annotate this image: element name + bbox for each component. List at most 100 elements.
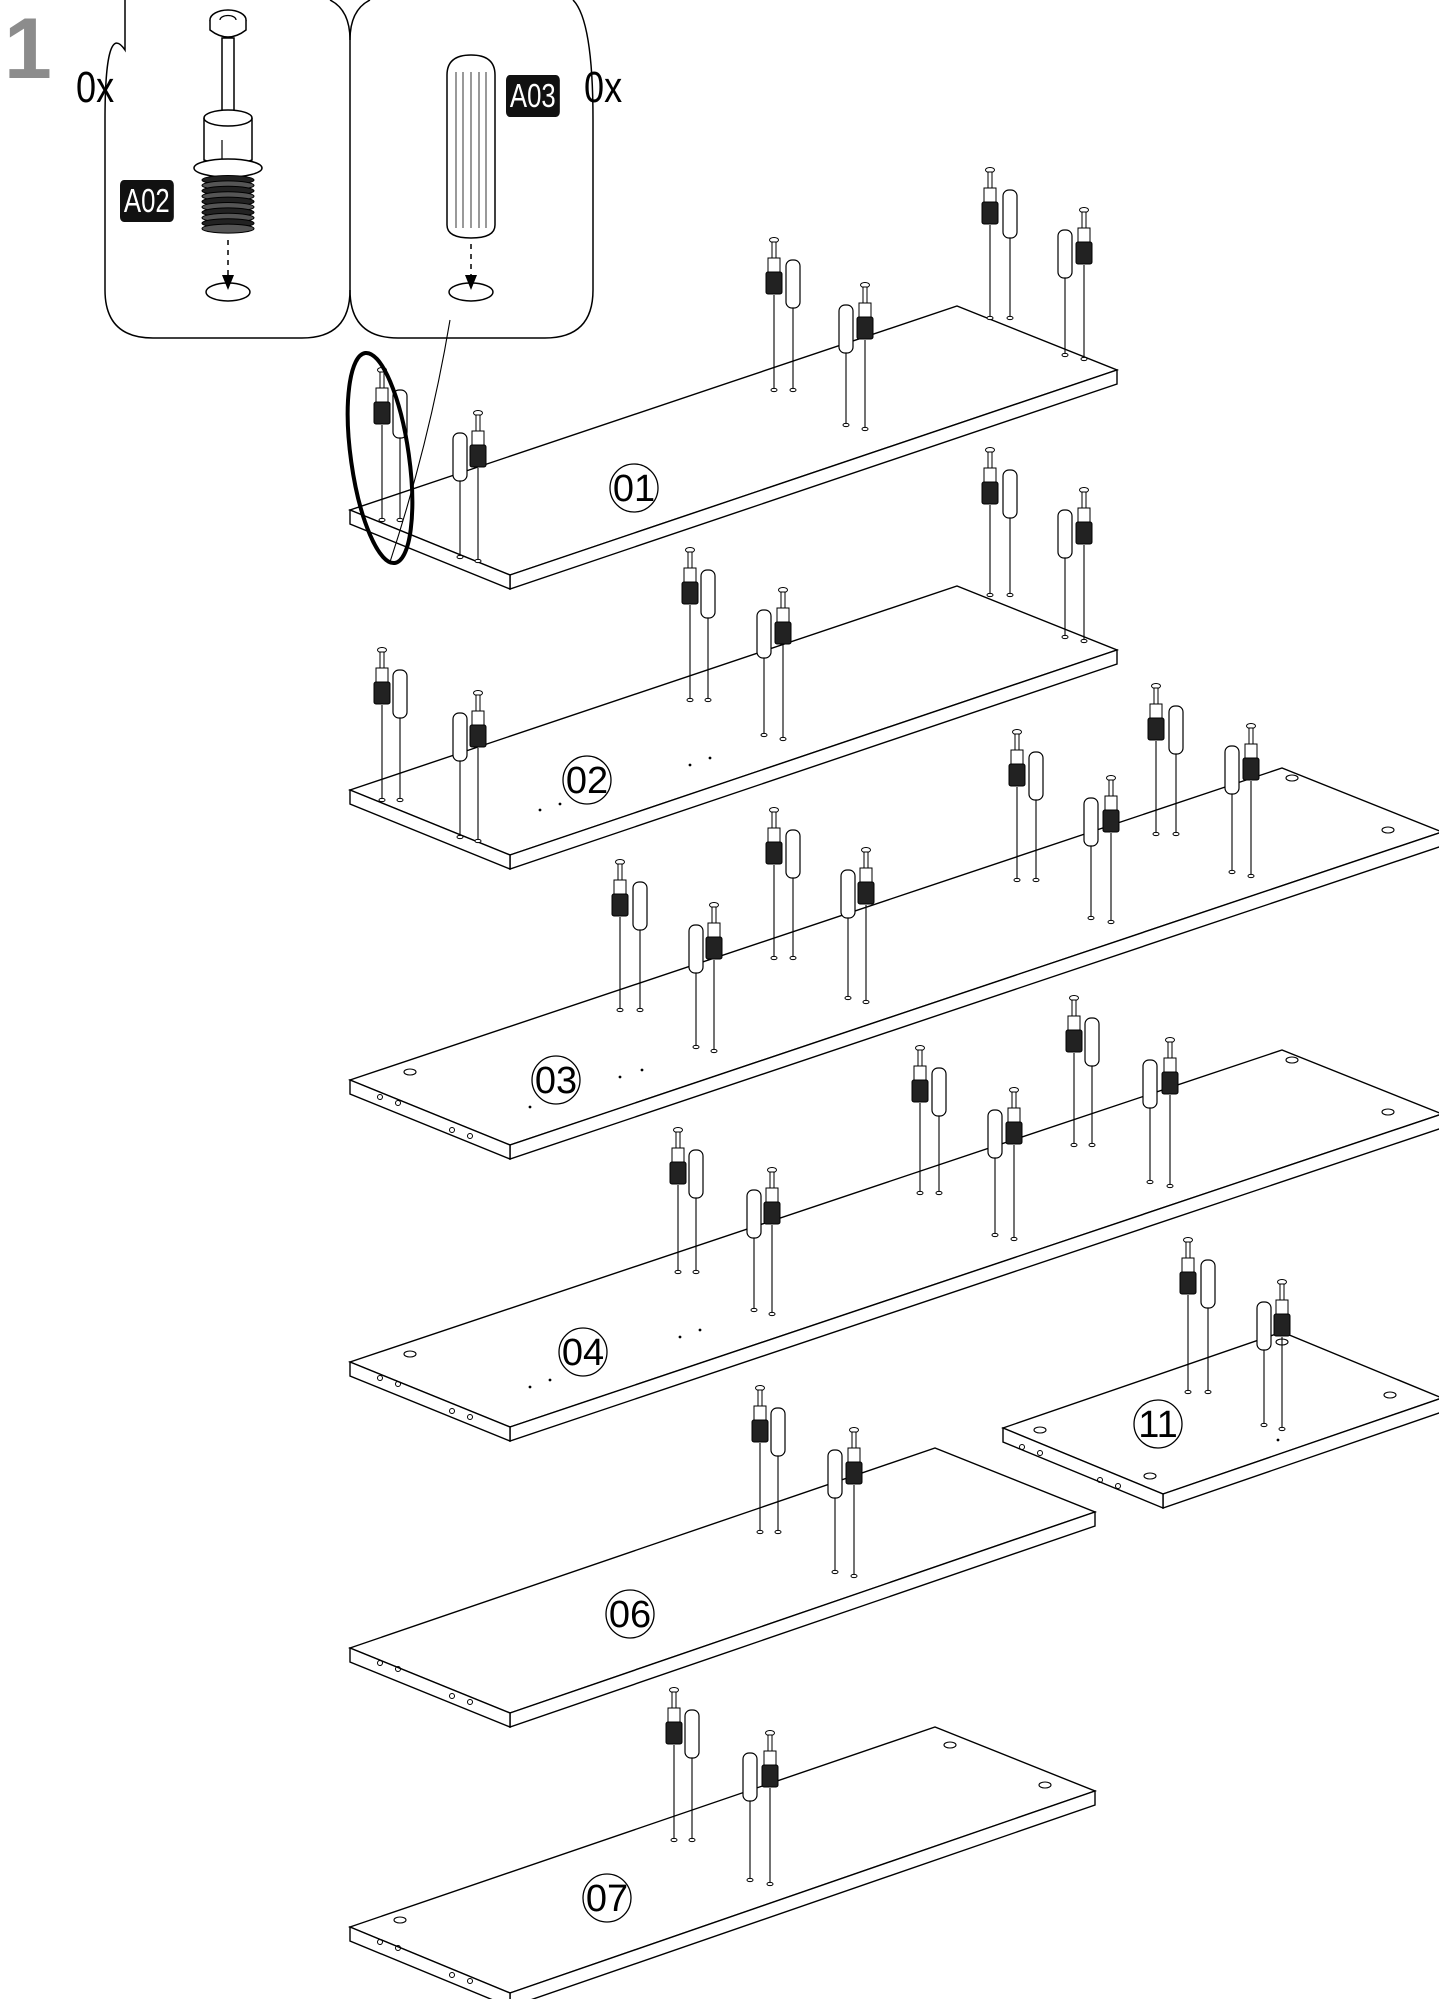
edge-hole	[377, 1939, 383, 1945]
dowel-marker	[1057, 229, 1073, 358]
edge-hole	[449, 1127, 455, 1133]
dowel-marker	[987, 1109, 1003, 1238]
cam-bolt-marker	[469, 410, 487, 564]
panel-label-circle	[558, 1327, 608, 1377]
pilot-dot	[678, 1335, 682, 1339]
dowel-marker	[1083, 797, 1099, 921]
panel-hole	[1381, 826, 1395, 834]
dowel-marker	[746, 1189, 762, 1313]
cam-bolt-marker	[705, 902, 723, 1054]
panel-front-edge	[509, 1790, 1096, 1999]
edge-hole	[377, 1375, 383, 1381]
cam-bolt-marker	[845, 1427, 863, 1579]
panel-side-edge	[349, 1646, 511, 1729]
edge-hole	[467, 1133, 473, 1139]
dowel-marker	[392, 669, 408, 803]
cam-bolt-marker	[1179, 1237, 1197, 1395]
panel-label-text: 11	[1138, 1404, 1177, 1446]
panel-side-edge	[349, 1360, 511, 1443]
pilot-dot	[708, 756, 712, 760]
panel-label-text: 06	[609, 1594, 651, 1636]
pilot-dot	[528, 1385, 532, 1389]
cam-bolt-marker	[1075, 487, 1093, 644]
dowel-marker	[756, 609, 772, 738]
edge-hole	[395, 1100, 401, 1106]
cam-bolt-marker	[611, 859, 629, 1013]
panel-label-text: 04	[562, 1332, 604, 1374]
dowel-marker	[452, 432, 468, 560]
pilot-dot	[1276, 1438, 1280, 1442]
detail-ellipse	[345, 319, 451, 566]
cam-bolt-marker	[1273, 1279, 1291, 1432]
edge-hole	[449, 1693, 455, 1699]
pilot-dot	[688, 763, 692, 767]
a03-quantity: 0x	[584, 63, 623, 112]
cam-bolt-marker	[761, 1730, 779, 1887]
cam-bolt-marker	[669, 1127, 687, 1275]
panel-label-circle	[609, 463, 659, 513]
panel-label-circle	[531, 1055, 581, 1105]
pilot-dot	[548, 1378, 552, 1382]
cam-bolt-icon	[193, 9, 263, 234]
cam-bolt-marker	[981, 167, 999, 321]
dowel-marker	[1224, 745, 1240, 875]
cam-bolt-marker	[774, 587, 792, 742]
cam-bolt-marker	[857, 847, 875, 1005]
cam-bolt-marker	[856, 282, 874, 432]
cam-bolt-marker	[751, 1385, 769, 1535]
panel-hole	[1383, 1391, 1397, 1399]
dowel-marker	[838, 304, 854, 428]
cam-bolt-marker	[763, 1167, 781, 1317]
panel-label-circle	[582, 1873, 632, 1923]
pilot-dot	[618, 1075, 622, 1079]
dowel-marker	[688, 924, 704, 1050]
cam-bolt-marker	[1161, 1037, 1179, 1189]
dowel-marker	[1084, 1017, 1100, 1148]
dowel-marker	[827, 1449, 843, 1575]
dowel-marker	[785, 829, 801, 961]
edge-hole	[377, 1660, 383, 1666]
step-number: 1	[4, 1, 52, 97]
cam-bolt-marker	[665, 1687, 683, 1843]
panel-label: 03	[531, 1055, 581, 1105]
cam-bolt-marker	[469, 690, 487, 844]
dowel-marker	[1057, 509, 1073, 640]
hardware-callout	[104, 0, 594, 339]
edge-hole	[449, 1408, 455, 1414]
a03-part-code: A03	[506, 75, 560, 117]
dowel-marker	[840, 869, 856, 1001]
panel-11: 11	[1001, 1237, 1439, 1510]
edge-hole	[1115, 1483, 1121, 1489]
panel-side-edge	[349, 1078, 511, 1161]
cam-bolt-marker	[373, 647, 391, 803]
dowel-marker	[1028, 751, 1044, 883]
edge-hole	[449, 1972, 455, 1978]
panel-hole	[943, 1741, 957, 1749]
panel-label-text: 01	[613, 468, 655, 510]
panel-hole	[1285, 1056, 1299, 1064]
a02-part-code: A02	[120, 180, 174, 222]
cam-bolt-marker	[981, 447, 999, 598]
edge-hole	[395, 1945, 401, 1951]
cam-bolt-marker	[1075, 207, 1093, 362]
panel-side-edge	[349, 508, 511, 591]
edge-hole	[1019, 1444, 1025, 1450]
panel-01: 01	[347, 167, 1120, 591]
panel-side-edge	[349, 1925, 511, 1999]
panel-hole	[1143, 1472, 1157, 1480]
panel-06: 06	[348, 1385, 1098, 1729]
panel-side-edge	[349, 788, 511, 871]
panel-label-circle	[605, 1589, 655, 1639]
panel-hole	[1381, 1108, 1395, 1116]
cam-bolt-marker	[765, 237, 783, 393]
panel-hole	[403, 1350, 417, 1358]
panel-label: 01	[609, 463, 659, 513]
edge-hole	[395, 1381, 401, 1387]
dowel-marker	[1002, 469, 1018, 598]
dowel-marker	[1256, 1301, 1272, 1428]
dowel-marker	[452, 712, 468, 840]
pilot-dot	[538, 808, 542, 812]
cam-bolt-marker	[681, 547, 699, 703]
pilot-dot	[558, 802, 562, 806]
cam-bolt-marker	[1005, 1087, 1023, 1242]
